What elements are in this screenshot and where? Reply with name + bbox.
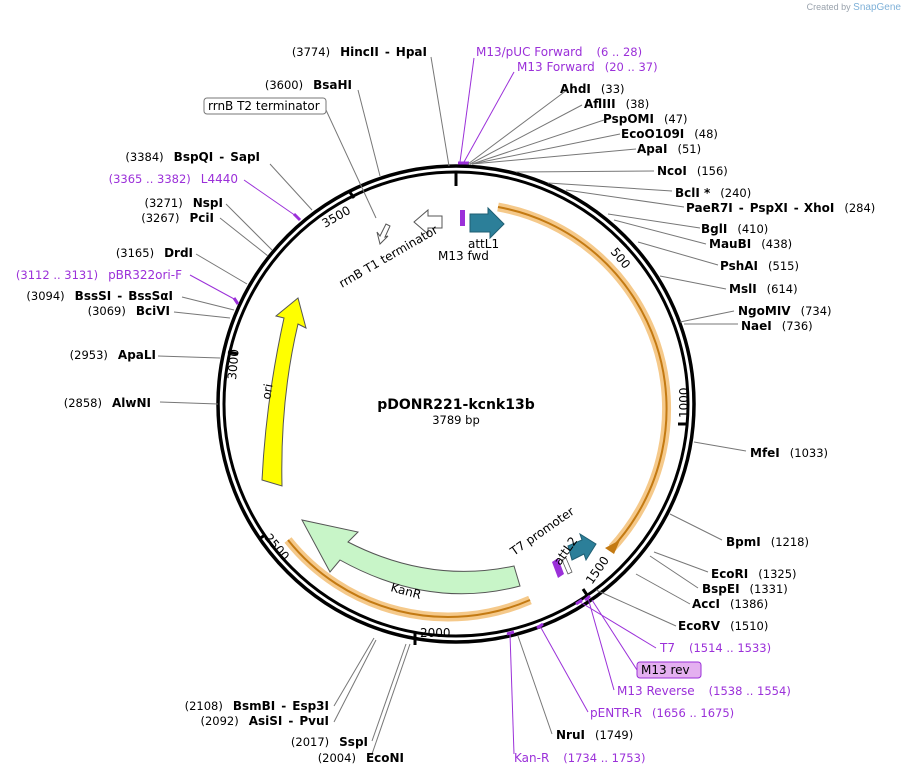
site-name2: HpaI <box>396 45 427 59</box>
primer-leader-lines <box>189 57 657 755</box>
svg-text:BspEI(1331): BspEI(1331) <box>702 582 788 596</box>
svg-text:AccI(1386): AccI(1386) <box>692 597 768 611</box>
rrnb-t1-label: rrnB T1 terminator <box>337 223 441 291</box>
credit-prefix: Created by <box>806 2 851 12</box>
svg-text:(2953)ApaLI: (2953)ApaLI <box>70 348 156 362</box>
site-name: HincII <box>340 45 379 59</box>
ori-label: ori <box>259 383 275 401</box>
ori-feature <box>261 297 307 487</box>
svg-text:AhdI(33): AhdI(33) <box>560 82 625 96</box>
svg-text:(3069)BciVI: (3069)BciVI <box>88 304 170 318</box>
rrnb-t2-feature <box>376 223 391 245</box>
svg-text:(3365 .. 3382)L4440: (3365 .. 3382)L4440 <box>109 172 238 186</box>
svg-text:NgoMIV(734): NgoMIV(734) <box>738 304 832 318</box>
svg-text:(2004)EcoNI: (2004)EcoNI <box>318 751 404 765</box>
rrnb-t2-leader <box>325 109 377 219</box>
right-site-labels: AhdI(33) AflIII(38) PspOMI(47) EcoO109I(… <box>556 82 875 742</box>
kanr-orf-arc <box>287 539 531 619</box>
svg-text:(3165)DrdI: (3165)DrdI <box>116 246 193 260</box>
insert-orf-arc <box>497 206 668 549</box>
snapgene-logo: SnapGene <box>853 2 901 13</box>
tick-label-3000: 3000 <box>225 349 242 381</box>
svg-text:EcoO109I(48): EcoO109I(48) <box>621 127 718 141</box>
svg-text:ApaI(51): ApaI(51) <box>637 142 701 156</box>
t7-promoter-feature <box>561 557 573 575</box>
svg-text:(2108)BsmBI-Esp3I: (2108)BsmBI-Esp3I <box>185 699 329 713</box>
svg-text:PspOMI(47): PspOMI(47) <box>603 112 688 126</box>
tick-label-2000: 2000 <box>420 626 451 640</box>
svg-text:(2017)SspI: (2017)SspI <box>291 735 368 749</box>
primer-labels: M13/pUC Forward(6 .. 28) M13 Forward(20 … <box>16 45 791 765</box>
m13-rev-leader <box>591 599 638 671</box>
attl1-label: attL1 <box>468 237 499 251</box>
svg-text:MslI(614): MslI(614) <box>729 282 798 296</box>
rrnb-t1-feature <box>413 208 443 236</box>
svg-text:M13/pUC Forward(6 .. 28): M13/pUC Forward(6 .. 28) <box>476 45 642 59</box>
m13-rev-feature <box>552 558 564 578</box>
plasmid-length: 3789 bp <box>432 413 480 427</box>
svg-text:(3774)HincII-HpaI: (3774)HincII-HpaI <box>292 45 427 59</box>
svg-text:BclI *(240): BclI *(240) <box>675 186 751 200</box>
plasmid-name: pDONR221-kcnk13b <box>377 397 534 413</box>
svg-text:EcoRV(1510): EcoRV(1510) <box>678 619 768 633</box>
svg-text:PshAI(515): PshAI(515) <box>720 259 799 273</box>
svg-text:MauBI(438): MauBI(438) <box>709 237 792 251</box>
svg-text:(2858)AlwNI: (2858)AlwNI <box>64 396 151 410</box>
m13-fwd-label: M13 fwd <box>438 249 489 263</box>
tick-label-1000: 1000 <box>677 387 691 418</box>
attl2-feature <box>567 532 597 562</box>
svg-text:NcoI(156): NcoI(156) <box>657 164 728 178</box>
svg-text:(3267)PciI: (3267)PciI <box>141 211 214 225</box>
svg-text:M13 Forward(20 .. 37): M13 Forward(20 .. 37) <box>517 60 658 74</box>
left-site-labels: (3774)HincII-HpaI (3600)BsaHI (3384)BspQ… <box>26 45 427 765</box>
svg-text:(3112 .. 3131)pBR322ori-F: (3112 .. 3131)pBR322ori-F <box>16 268 182 282</box>
svg-text:T7(1514 .. 1533): T7(1514 .. 1533) <box>659 641 771 655</box>
svg-text:BpmI(1218): BpmI(1218) <box>726 535 809 549</box>
svg-text:Kan-R(1734 .. 1753): Kan-R(1734 .. 1753) <box>514 751 645 765</box>
site-leader-lines <box>157 56 747 755</box>
svg-text:EcoRI(1325): EcoRI(1325) <box>711 567 797 581</box>
m13-fwd-feature <box>460 210 465 226</box>
rrnb-t2-label: rrnB T2 terminator <box>208 99 320 113</box>
site-pos: (3774) <box>292 45 330 59</box>
svg-text:AflIII(38): AflIII(38) <box>584 97 649 111</box>
insert-orf-arrowhead <box>605 540 620 554</box>
svg-text:(3384)BspQI-SapI: (3384)BspQI-SapI <box>125 150 260 164</box>
svg-text:BglI(410): BglI(410) <box>701 222 768 236</box>
svg-text:(3600)BsaHI: (3600)BsaHI <box>265 78 352 92</box>
svg-text:(2092)AsiSI-PvuI: (2092)AsiSI-PvuI <box>200 714 329 728</box>
attl1-feature <box>469 206 505 240</box>
snapgene-credit: Created by SnapGene <box>807 2 901 13</box>
m13-rev-label: M13 rev <box>641 663 690 677</box>
svg-text:(3094)BssSI-BssSαI: (3094)BssSI-BssSαI <box>26 289 173 303</box>
svg-text:M13 Reverse(1538 .. 1554): M13 Reverse(1538 .. 1554) <box>617 684 791 698</box>
svg-text:pENTR-R(1656 .. 1675): pENTR-R(1656 .. 1675) <box>590 706 734 720</box>
svg-text:NaeI(736): NaeI(736) <box>741 319 813 333</box>
kanr-feature <box>301 519 521 595</box>
svg-text:NruI(1749): NruI(1749) <box>556 728 633 742</box>
insert-orf-highlight <box>497 202 672 552</box>
rrnb-t2-box <box>203 97 327 115</box>
svg-text:PaeR7I-PspXI-XhoI(284): PaeR7I-PspXI-XhoI(284) <box>686 201 875 215</box>
svg-text:MfeI(1033): MfeI(1033) <box>750 446 828 460</box>
tick-marks <box>227 172 688 645</box>
svg-text:(3271)NspI: (3271)NspI <box>145 196 224 210</box>
